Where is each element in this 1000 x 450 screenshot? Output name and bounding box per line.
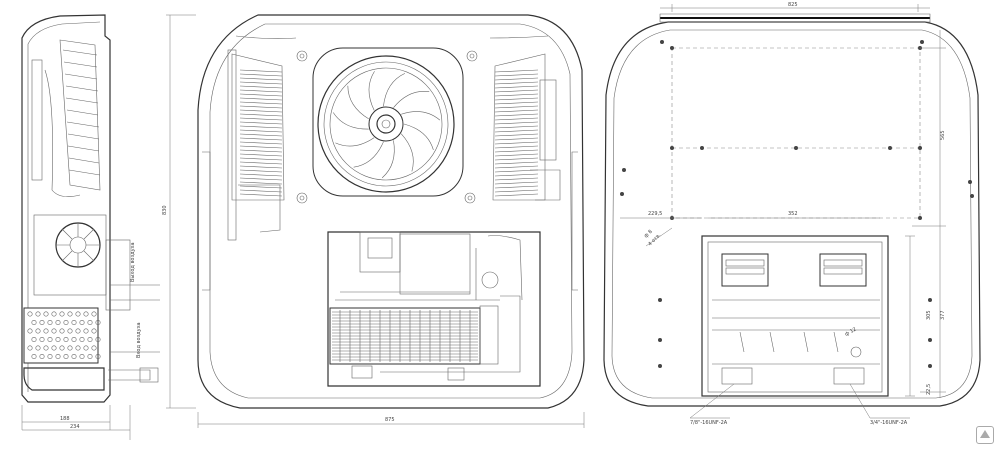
side-blower bbox=[33, 214, 107, 296]
front-width: 875 bbox=[385, 417, 395, 423]
back-view: 825 229,5 352 565 305 377 22,5 ф 8 4 отв… bbox=[603, 2, 981, 426]
side-filter bbox=[23, 307, 101, 364]
back-v3: 377 bbox=[940, 310, 946, 320]
side-width-1: 188 bbox=[60, 416, 70, 422]
back-offset-dim: 229,5 bbox=[648, 211, 662, 217]
back-service-panel bbox=[701, 235, 889, 397]
front-view: 830 875 bbox=[162, 14, 585, 428]
back-v4: 22,5 bbox=[926, 384, 932, 395]
front-height: 830 bbox=[162, 205, 168, 215]
side-width-2: 234 bbox=[70, 424, 80, 430]
front-left-coil bbox=[227, 49, 285, 241]
side-coil bbox=[59, 39, 101, 191]
back-v2: 305 bbox=[926, 310, 932, 320]
back-top-dim: 825 bbox=[788, 2, 798, 8]
pipe-right-label: 3/4"-16UNF-2A bbox=[870, 420, 908, 426]
air-in-label: Вход воздуха bbox=[136, 322, 142, 358]
back-v1: 565 bbox=[940, 130, 946, 140]
front-fan bbox=[312, 47, 464, 197]
side-view: Выход воздуха Вход воздуха 188 234 bbox=[21, 14, 160, 440]
dia12-label: ф 12 bbox=[844, 326, 858, 337]
air-out-label: Выход воздуха bbox=[130, 242, 136, 282]
front-right-coil bbox=[492, 53, 561, 201]
hole-label: ф 8 bbox=[643, 229, 654, 240]
watermark-logo-icon bbox=[976, 426, 994, 444]
front-compressor-bay bbox=[327, 231, 541, 387]
front-bolts bbox=[296, 50, 478, 204]
back-screws bbox=[620, 40, 974, 368]
back-inner-dim: 352 bbox=[788, 211, 798, 217]
pipe-left-label: 7/8"-16UNF-2A bbox=[690, 420, 728, 426]
